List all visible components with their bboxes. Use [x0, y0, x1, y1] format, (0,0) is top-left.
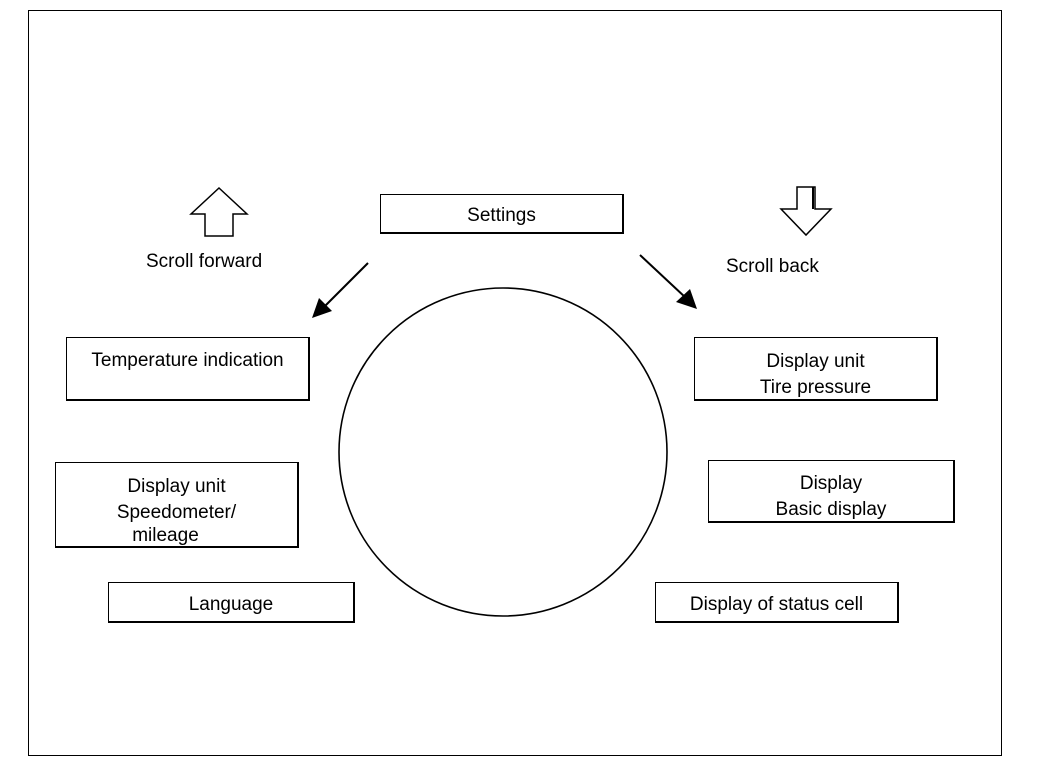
- menu-item-label: Display unit: [766, 351, 865, 372]
- settings-box[interactable]: Settings: [380, 194, 624, 234]
- selector-circle: [338, 287, 668, 617]
- menu-item-label: Display: [799, 473, 863, 494]
- menu-item-display-basic-display[interactable]: Display Basic display: [708, 460, 955, 523]
- menu-item-sublabel: Tire pressure: [759, 377, 872, 398]
- scroll-back-label: Scroll back: [726, 256, 819, 277]
- menu-item-temperature-indication[interactable]: Temperature indication: [66, 337, 310, 401]
- up-arrow-icon: [189, 186, 249, 237]
- back-flow-arrow: [639, 254, 697, 309]
- menu-item-display-unit-speedometer[interactable]: Display unit Speedometer/ mileage: [55, 462, 299, 548]
- menu-item-label: Language: [188, 594, 274, 615]
- scroll-forward-label: Scroll forward: [146, 251, 263, 272]
- menu-item-sublabel: mileage: [132, 525, 199, 546]
- menu-item-label: Display of status cell: [689, 594, 864, 615]
- diagram-frame: [28, 10, 1002, 756]
- menu-item-language[interactable]: Language: [108, 582, 355, 623]
- down-arrow-icon: [779, 186, 833, 237]
- menu-item-label: Display unit: [127, 476, 226, 497]
- menu-item-sublabel: Basic display: [775, 499, 887, 520]
- menu-item-display-of-status-cell[interactable]: Display of status cell: [655, 582, 899, 623]
- settings-label: Settings: [467, 205, 536, 226]
- menu-item-label: Temperature indication: [91, 350, 284, 371]
- forward-flow-arrow: [312, 262, 369, 318]
- menu-item-display-unit-tire-pressure[interactable]: Display unit Tire pressure: [694, 337, 938, 401]
- menu-item-sublabel: Speedometer/: [116, 502, 237, 523]
